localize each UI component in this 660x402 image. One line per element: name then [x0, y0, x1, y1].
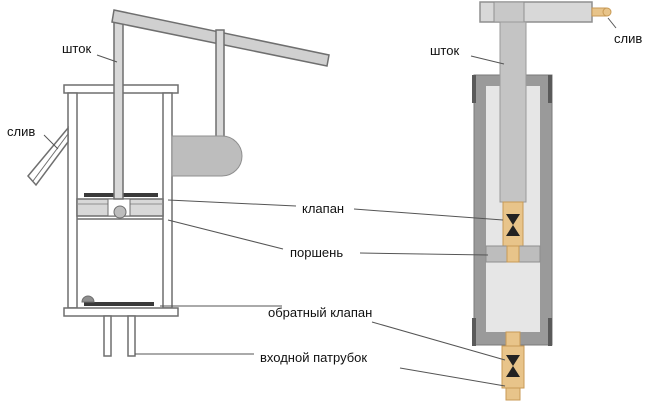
- label-piston: поршень: [290, 245, 343, 260]
- right-rod: [499, 21, 527, 203]
- piston-rod: [113, 19, 124, 200]
- label-drain-left: слив: [7, 124, 35, 139]
- leader-lines: [43, 17, 617, 387]
- valve-ball: [113, 205, 127, 219]
- inlet-pipe: [103, 315, 136, 357]
- label-valve: клапан: [302, 201, 344, 216]
- bottom-check-valve: [81, 295, 154, 306]
- right-inlet: [505, 387, 521, 401]
- piston-valve: [502, 201, 524, 247]
- label-rod-right: шток: [430, 43, 459, 58]
- right-check-valve: [501, 345, 525, 389]
- label-drain-right: слив: [614, 31, 642, 46]
- label-check-valve: обратный клапан: [268, 305, 372, 320]
- side-bracket: [171, 135, 243, 177]
- drain-spout: [27, 125, 69, 187]
- inner-chamber-lower: [486, 262, 540, 332]
- t-handle: [479, 1, 612, 23]
- lever-pump: [27, 9, 330, 357]
- label-rod-left: шток: [62, 41, 91, 56]
- label-inlet-pipe: входной патрубок: [260, 350, 367, 365]
- cylinder-bottom-flange: [63, 307, 179, 317]
- cylinder-pump: [472, 1, 612, 401]
- cylinder-left-wall: [67, 92, 78, 309]
